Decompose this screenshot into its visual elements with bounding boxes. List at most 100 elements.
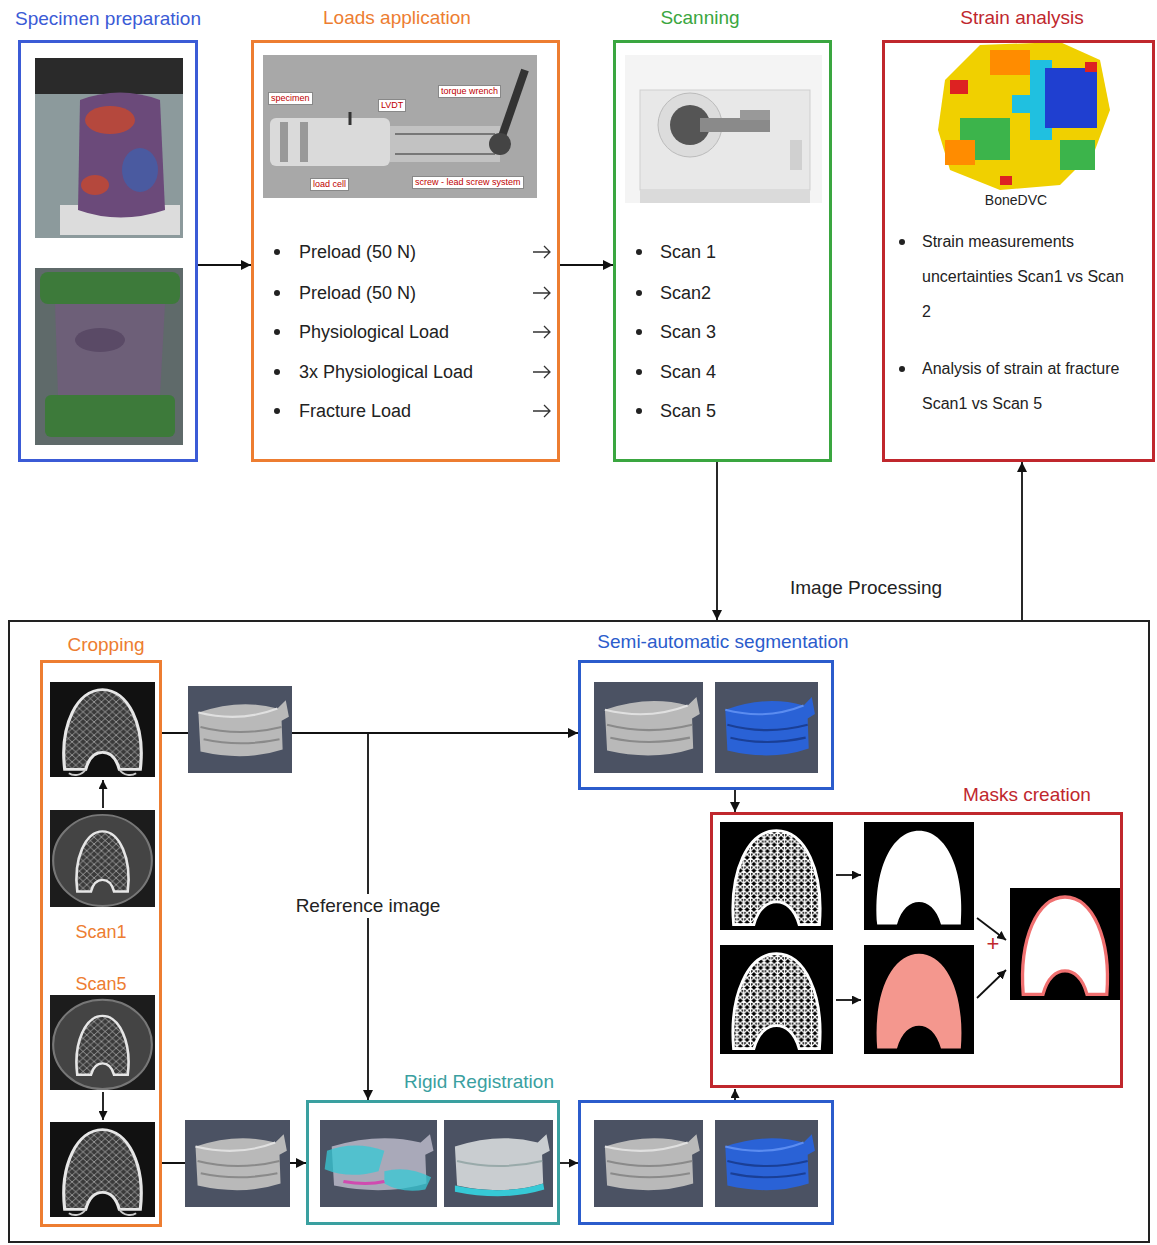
part-label: load cell: [310, 178, 349, 191]
bullet-text: Scan2: [660, 282, 711, 305]
bullet-text: Scan 5: [660, 400, 716, 423]
bullet-text: Analysis of strain at fracture Scan1 vs …: [922, 351, 1127, 421]
part-label: specimen: [268, 92, 313, 105]
bullet-dot: [274, 329, 280, 335]
bullet-dot: [899, 366, 905, 372]
bullet-dot: [274, 249, 280, 255]
scanner-image: [740, 110, 770, 120]
specimen-photo: [45, 395, 175, 437]
render-image: [185, 682, 818, 1207]
bullet-dot: [636, 290, 642, 296]
specimen-photo: [40, 272, 180, 304]
part-label: LVDT: [378, 99, 406, 112]
bullet-text: Fracture Load: [299, 400, 411, 423]
render-image: [320, 1120, 437, 1207]
bullet-dot: [899, 239, 905, 245]
bullet-text: Preload (50 N): [299, 282, 416, 305]
bullet-text: Scan 1: [660, 241, 716, 264]
ct-image: [50, 1122, 155, 1217]
bullet-text: Preload (50 N): [299, 241, 416, 264]
flow-arrow: [102, 1092, 104, 1120]
ct-image: [50, 810, 155, 907]
segmentation-box: [580, 1102, 833, 1224]
step-box: Semi-automatic segmentation: [578, 660, 834, 790]
bullet-text: 3x Physiological Load: [299, 361, 473, 384]
flow-connector: [198, 264, 251, 266]
software-name: BoneDVC: [985, 191, 1047, 209]
stage-heading: Strain analysis: [960, 6, 1084, 30]
scan-label: Scan1: [75, 921, 126, 944]
flow-connector: [734, 790, 736, 812]
render-image: [594, 1120, 703, 1207]
step-heading: Rigid Registration: [404, 1070, 554, 1094]
step-box: Masks creation: [710, 812, 1123, 1088]
load-arrow: [533, 366, 550, 378]
bullet-dot: [636, 369, 642, 375]
scanner-image: [640, 90, 810, 190]
strain-map: [1012, 95, 1030, 113]
specimen-photo: [85, 106, 135, 134]
loading-device-photo: [280, 122, 288, 162]
plus-sign: +: [987, 930, 1000, 958]
strain-map: [945, 140, 975, 165]
bullet-dot: [636, 329, 642, 335]
process-panel: Image ProcessingCroppingScan1Scan5Semi-a…: [8, 620, 1150, 1243]
step-box: Rigid Registration: [306, 1100, 560, 1225]
scanner-image: [640, 190, 810, 203]
flow-arrow: [836, 999, 861, 1001]
scanner-image: [790, 140, 802, 170]
loading-device-photo: [300, 122, 308, 162]
specimen-photo: [75, 328, 125, 352]
strain-map: [1060, 140, 1095, 170]
scanner-image: [625, 55, 822, 203]
flow-arrow: [977, 970, 1006, 998]
specimen-photo: [35, 58, 183, 94]
bullet-text: Scan 4: [660, 361, 716, 384]
flow-arrow: [836, 874, 861, 876]
loading-device-photo: [270, 118, 390, 166]
render-image: [188, 686, 292, 773]
render-image: [185, 1120, 290, 1207]
bullet-dot: [274, 408, 280, 414]
loading-device-photo: [489, 133, 511, 155]
step-heading: Semi-automatic segmentation: [597, 630, 848, 654]
step-heading: Cropping: [67, 633, 144, 657]
load-arrow: [533, 246, 550, 417]
strain-map: [1045, 68, 1097, 128]
loading-device-photo: [263, 55, 537, 198]
scan-label: Scan5: [75, 973, 126, 996]
render-image: [594, 682, 703, 773]
mask-image: [1010, 888, 1120, 1000]
mask-image: [864, 945, 974, 1054]
stage-box: Specimen preparation: [18, 40, 198, 462]
flow-arrow: [102, 780, 104, 808]
specimen-photo: [81, 175, 109, 195]
ct-image: [50, 682, 155, 1217]
step-box: CroppingScan1Scan5: [40, 660, 162, 1227]
flow-connector: [1021, 462, 1023, 620]
ct-image: [50, 995, 155, 1090]
render-image: [715, 1120, 818, 1207]
strain-map: [990, 50, 1030, 75]
loading-device-photo: [390, 126, 500, 162]
bullet-dot: [636, 408, 642, 414]
flow-arrow: [734, 1089, 736, 1100]
stage-heading: Specimen preparation: [15, 7, 201, 31]
flow-arrow: [103, 780, 1006, 1163]
loading-device-photo: [500, 70, 525, 142]
load-arrow: [533, 405, 550, 417]
strain-map: [950, 80, 968, 94]
part-label: torque wrench: [438, 85, 501, 98]
part-label: screw - lead screw system: [412, 176, 524, 189]
loading-device-photo: [263, 55, 537, 198]
stage-box: ScanningScan 1Scan2Scan 3Scan 4Scan 5: [613, 40, 832, 462]
bullet-dot: [274, 290, 280, 296]
flow-connector: [716, 462, 718, 620]
stage-heading: Loads application: [323, 6, 471, 30]
specimen-photo: [78, 93, 165, 218]
load-arrow: [533, 246, 550, 258]
strain-map: [938, 42, 1110, 190]
specimen-photo: [35, 58, 183, 445]
